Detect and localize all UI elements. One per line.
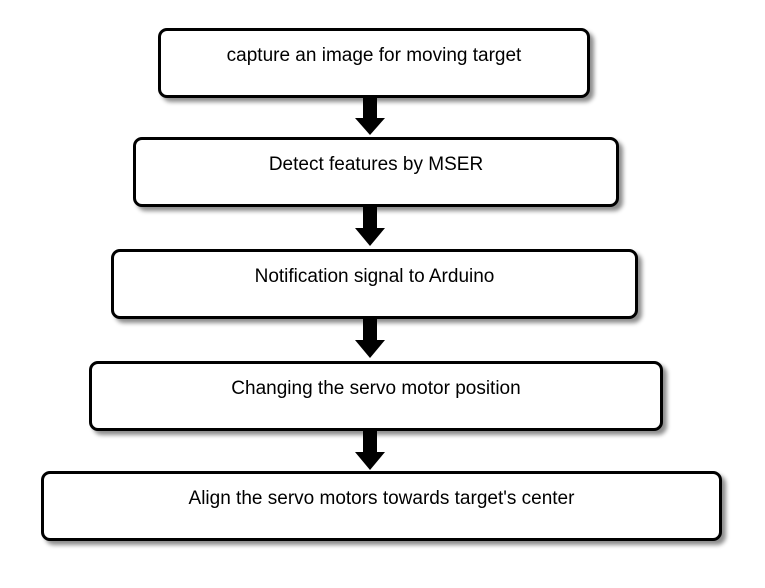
down-arrow-icon — [355, 98, 385, 136]
step-label: Notification signal to Arduino — [254, 266, 495, 287]
step-label: Align the servo motors towards target's … — [188, 488, 575, 509]
flowchart-step-detect-features: Detect features by MSER — [133, 137, 619, 207]
down-arrow-icon — [355, 431, 385, 471]
step-label: Changing the servo motor position — [231, 378, 521, 399]
down-arrow-icon — [355, 207, 385, 247]
flowchart-step-capture-image: capture an image for moving target — [158, 28, 590, 98]
flowchart-step-align-servo-motors: Align the servo motors towards target's … — [41, 471, 722, 541]
flowchart-step-change-servo-position: Changing the servo motor position — [89, 361, 663, 431]
step-label: capture an image for moving target — [226, 45, 522, 66]
flowchart-step-notification-signal: Notification signal to Arduino — [111, 249, 638, 319]
down-arrow-icon — [355, 319, 385, 359]
step-label: Detect features by MSER — [268, 154, 484, 175]
